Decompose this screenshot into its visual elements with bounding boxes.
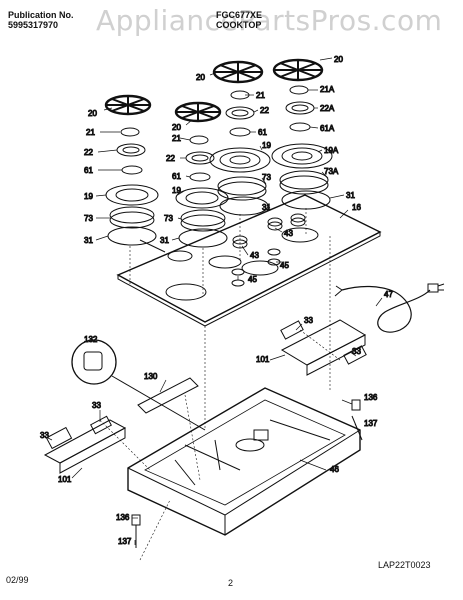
burner-stack-right (271, 58, 333, 210)
callout-label: 61 (258, 128, 267, 137)
burner-stack-center-rear (209, 60, 271, 216)
control-knobs (231, 213, 306, 287)
callout-label: 61A (320, 124, 335, 133)
publication-label: Publication No. (8, 10, 74, 20)
part-callouts: 20 20 20 20 21 21 21 21A 22 22 22 22A 61… (40, 55, 394, 547)
burner-box (127, 387, 361, 536)
callout-label: 20 (88, 109, 97, 118)
callout-label: 19 (172, 186, 181, 195)
callout-label: 21 (256, 91, 265, 100)
cooktop-top-panel-edge (117, 231, 381, 327)
callout-label: 130 (144, 372, 158, 381)
model-number: FGC677XE (216, 10, 263, 20)
callout-label: 31 (84, 236, 93, 245)
callout-label: 73 (84, 214, 93, 223)
callout-label: 16 (352, 203, 361, 212)
callout-label: 22 (166, 154, 175, 163)
callout-label: 43 (250, 251, 259, 260)
callout-label: 137 (364, 419, 378, 428)
callout-label: 61 (172, 172, 181, 181)
callout-label: 137 (118, 537, 132, 546)
callout-label: 20 (172, 123, 181, 132)
publication-number: 5995317970 (8, 20, 59, 30)
callout-label: 22 (84, 148, 93, 157)
burner-stack-left (104, 94, 166, 253)
fasteners (131, 399, 363, 548)
callout-label: 21 (86, 128, 95, 137)
callout-label: 33 (352, 347, 361, 356)
callout-label: 20 (334, 55, 343, 64)
callout-label: 19 (262, 141, 271, 150)
callout-label: 46 (330, 465, 339, 474)
callout-label: 33 (304, 316, 313, 325)
callout-label: 101 (58, 475, 72, 484)
leader-lines (47, 57, 383, 545)
callout-label: 21A (320, 85, 335, 94)
power-cord (334, 283, 445, 333)
callout-label: 73A (324, 167, 339, 176)
callout-label: 22A (320, 104, 335, 113)
callout-label: 132 (84, 335, 98, 344)
section-title: COOKTOP (216, 20, 262, 30)
assembly-guides (99, 208, 341, 561)
burner-stack-center-front (174, 101, 229, 248)
spark-module (71, 339, 206, 431)
callout-label: 21 (172, 134, 181, 143)
callout-label: 61 (84, 166, 93, 175)
drawing-id: LAP22T0023 (378, 560, 431, 570)
callout-label: 73 (262, 173, 271, 182)
callout-label: 47 (384, 290, 393, 299)
callout-label: 136 (116, 513, 130, 522)
callout-label: 19 (84, 192, 93, 201)
callout-label: 101 (256, 355, 270, 364)
callout-label: 33 (40, 431, 49, 440)
callout-label: 136 (364, 393, 378, 402)
callout-label: 45 (248, 275, 257, 284)
callout-label: 31 (346, 191, 355, 200)
callout-label: 31 (262, 203, 271, 212)
callout-label: 31 (160, 236, 169, 245)
callout-label: 19A (324, 146, 339, 155)
footer-page-number: 2 (228, 578, 234, 588)
watermark: AppliancePartsPros.com (96, 4, 443, 37)
callout-label: 43 (284, 229, 293, 238)
wire-clip (137, 377, 199, 414)
callout-label: 73 (164, 214, 173, 223)
callout-label: 20 (196, 73, 205, 82)
callout-label: 45 (280, 261, 289, 270)
footer-date: 02/99 (6, 575, 29, 585)
callout-label: 22 (260, 106, 269, 115)
callout-label: 33 (92, 401, 101, 410)
left-mounting-bracket (43, 415, 127, 474)
